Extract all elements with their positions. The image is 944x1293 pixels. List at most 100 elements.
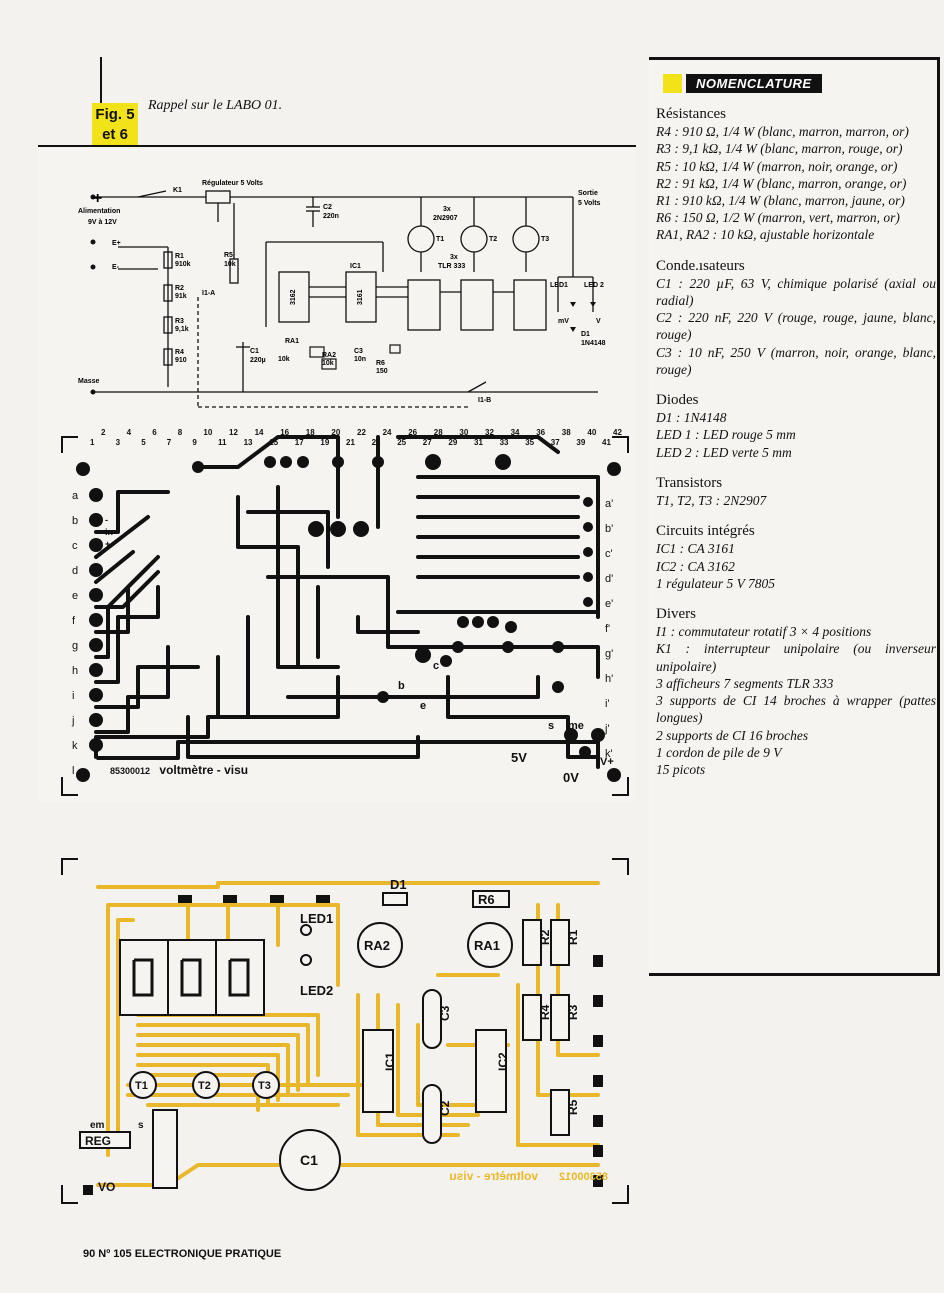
pcb-row-letter: i'	[605, 698, 610, 710]
list-item: 3 afficheurs 7 segments TLR 333	[656, 675, 834, 691]
label-i1b: I1-B	[478, 397, 491, 404]
label-power: Alimentation	[78, 208, 120, 215]
label-r2: R2	[175, 285, 184, 292]
pcb2-label-r3: R3	[566, 1004, 580, 1020]
pcb-pin-number: 5	[141, 438, 146, 447]
pcb-pin-number: 25	[397, 438, 406, 447]
label-c1v: 220µ	[250, 357, 266, 364]
list-item: C1 : 220 µF, 63 V, chimique polarisé (ax…	[656, 275, 936, 309]
list-item: K1 : interrupteur unipolaire (ou inverse…	[656, 641, 936, 674]
list-item: C3 : 10 nF, 250 V (marron, noir, orange,…	[656, 344, 936, 377]
pcb-pin-number: 39	[576, 438, 585, 447]
label-c3v: 10n	[354, 356, 366, 363]
label-t2: T2	[489, 236, 497, 243]
label-r2v: 91k	[175, 293, 187, 300]
label-r4v: 910	[175, 357, 187, 364]
label-transistors: 3x	[443, 206, 451, 213]
label-d1: D1	[581, 331, 590, 338]
pcb-pad	[89, 613, 103, 627]
pcb-pad	[583, 597, 593, 607]
pcb-row-letter: e	[72, 590, 78, 602]
pcb-pad	[583, 547, 593, 557]
pcb-pin-number: 13	[244, 438, 253, 447]
pcb-row-letter: i	[72, 690, 74, 702]
pcb-pin-number: 34	[511, 428, 520, 437]
list-item: LED 1 : LED rouge 5 mm	[656, 427, 796, 443]
list-item: R1 : 910 kΩ, 1/4 W (blanc, marron, jaune…	[656, 193, 905, 209]
pcb-row-letter: f	[72, 615, 76, 627]
pcb-pin-number: 10	[203, 428, 212, 437]
label-regulator: Régulateur 5 Volts	[202, 180, 263, 187]
list-item: R6 : 150 Ω, 1/2 W (marron, vert, marron,…	[656, 210, 900, 226]
pcb-pin-number: 20	[331, 428, 340, 437]
label-eminus: E-	[112, 264, 120, 271]
label-k1: K1	[173, 187, 182, 194]
list-item: T1, T2, T3 : 2N2907	[656, 493, 767, 509]
pcb-row-letter: a'	[605, 498, 613, 510]
pcb-row-letter: g'	[605, 648, 613, 660]
figure-badge-text: Fig. 5 et 6	[95, 106, 135, 143]
label-ground: Masse	[78, 378, 100, 385]
section-title: Circuits intégrés	[656, 523, 755, 540]
label-ic1-chip: 3161	[357, 289, 364, 305]
pcb-row-letter: l	[72, 765, 74, 777]
pcb-pin-number: 16	[280, 428, 289, 437]
pcb2-label-ra1: RA1	[474, 938, 500, 953]
pcb-row-letter: h'	[605, 673, 613, 685]
pcb-row-letter: d'	[605, 573, 613, 585]
pcb2-label-c2: C2	[438, 1100, 452, 1116]
list-item: 1 cordon de pile de 9 V	[656, 744, 782, 760]
pcb-pin-number: 30	[459, 428, 468, 437]
pcb1-label-me: me	[568, 720, 584, 732]
pcb-pad	[89, 588, 103, 602]
page-footer: 90 Nº 105 ELECTRONIQUE PRATIQUE	[83, 1248, 282, 1260]
pcb-row-letter: f'	[605, 623, 610, 635]
list-item: LED 2 : LED verte 5 mm	[656, 444, 792, 460]
pcb1-label-plus: +	[105, 539, 110, 549]
nomenclature-header: NOMENCLATURE	[663, 73, 822, 93]
pcb-row-letter: h	[72, 665, 78, 677]
pcb2-label-led2: LED2	[300, 983, 333, 998]
list-item: R5 : 10 kΩ, 1/4 W (marron, noir, orange,…	[656, 158, 898, 174]
pcb-pin-number: 36	[536, 428, 545, 437]
list-item: I1 : commutateur rotatif 3 × 4 positions	[656, 624, 872, 640]
pcb1-label-e: e	[420, 700, 426, 712]
pcb-row-letter: g	[72, 640, 78, 652]
pcb2-label-c1: C1	[300, 1152, 318, 1168]
pcb-pin-number: 27	[423, 438, 432, 447]
pcb2-label-d1: D1	[390, 877, 407, 892]
label-led2: LED 2	[584, 282, 604, 289]
label-r3v: 9,1k	[175, 326, 189, 333]
pcb-pin-number: 40	[587, 428, 596, 437]
label-i1a: I1-A	[202, 290, 215, 297]
pcb-component-side: D1 R6 LED1 LED2 RA2 RA1 R2 R1 R4 R3 R5 C…	[61, 858, 629, 1204]
pcb2-label-r6: R6	[478, 892, 495, 907]
label-r1v: 910k	[175, 261, 191, 268]
pcb-pin-number: 2	[101, 428, 106, 437]
pcb-row-letter: j'	[604, 723, 610, 735]
list-item: 15 picots	[656, 761, 706, 777]
pcb2-label-ic2: IC2	[496, 1052, 510, 1071]
list-item: R2 : 91 kΩ, 1/4 W (blanc, marron, orange…	[656, 175, 907, 191]
pcb2-label-ra2: RA2	[364, 938, 390, 953]
label-t3: T3	[541, 236, 549, 243]
label-output-v: 5 Volts	[578, 200, 601, 207]
list-item: IC1 : CA 3161	[656, 541, 735, 557]
pcb-pin-number: 32	[485, 428, 494, 437]
figure-badge: Fig. 5 et 6	[92, 103, 138, 147]
pcb-pin-number: 7	[167, 438, 172, 447]
pcb2-label-r5: R5	[566, 1099, 580, 1115]
pcb-pin-number: 12	[229, 428, 238, 437]
pcb-pin-number: 6	[152, 428, 157, 437]
pcb-pin-number: 3	[116, 438, 121, 447]
label-r6: R6	[376, 360, 385, 367]
list-item: 3 supports de CI 14 broches à wrapper (p…	[656, 693, 936, 726]
pcb-pin-number: 4	[127, 428, 132, 437]
pcb-pin-number: 37	[551, 438, 560, 447]
pcb-row-letter: k	[72, 740, 78, 752]
list-item: 1 régulateur 5 V 7805	[656, 575, 775, 591]
label-v: V	[596, 318, 601, 325]
pcb1-label-5v: 5V	[511, 750, 527, 765]
pcb-pin-number: 41	[602, 438, 611, 447]
